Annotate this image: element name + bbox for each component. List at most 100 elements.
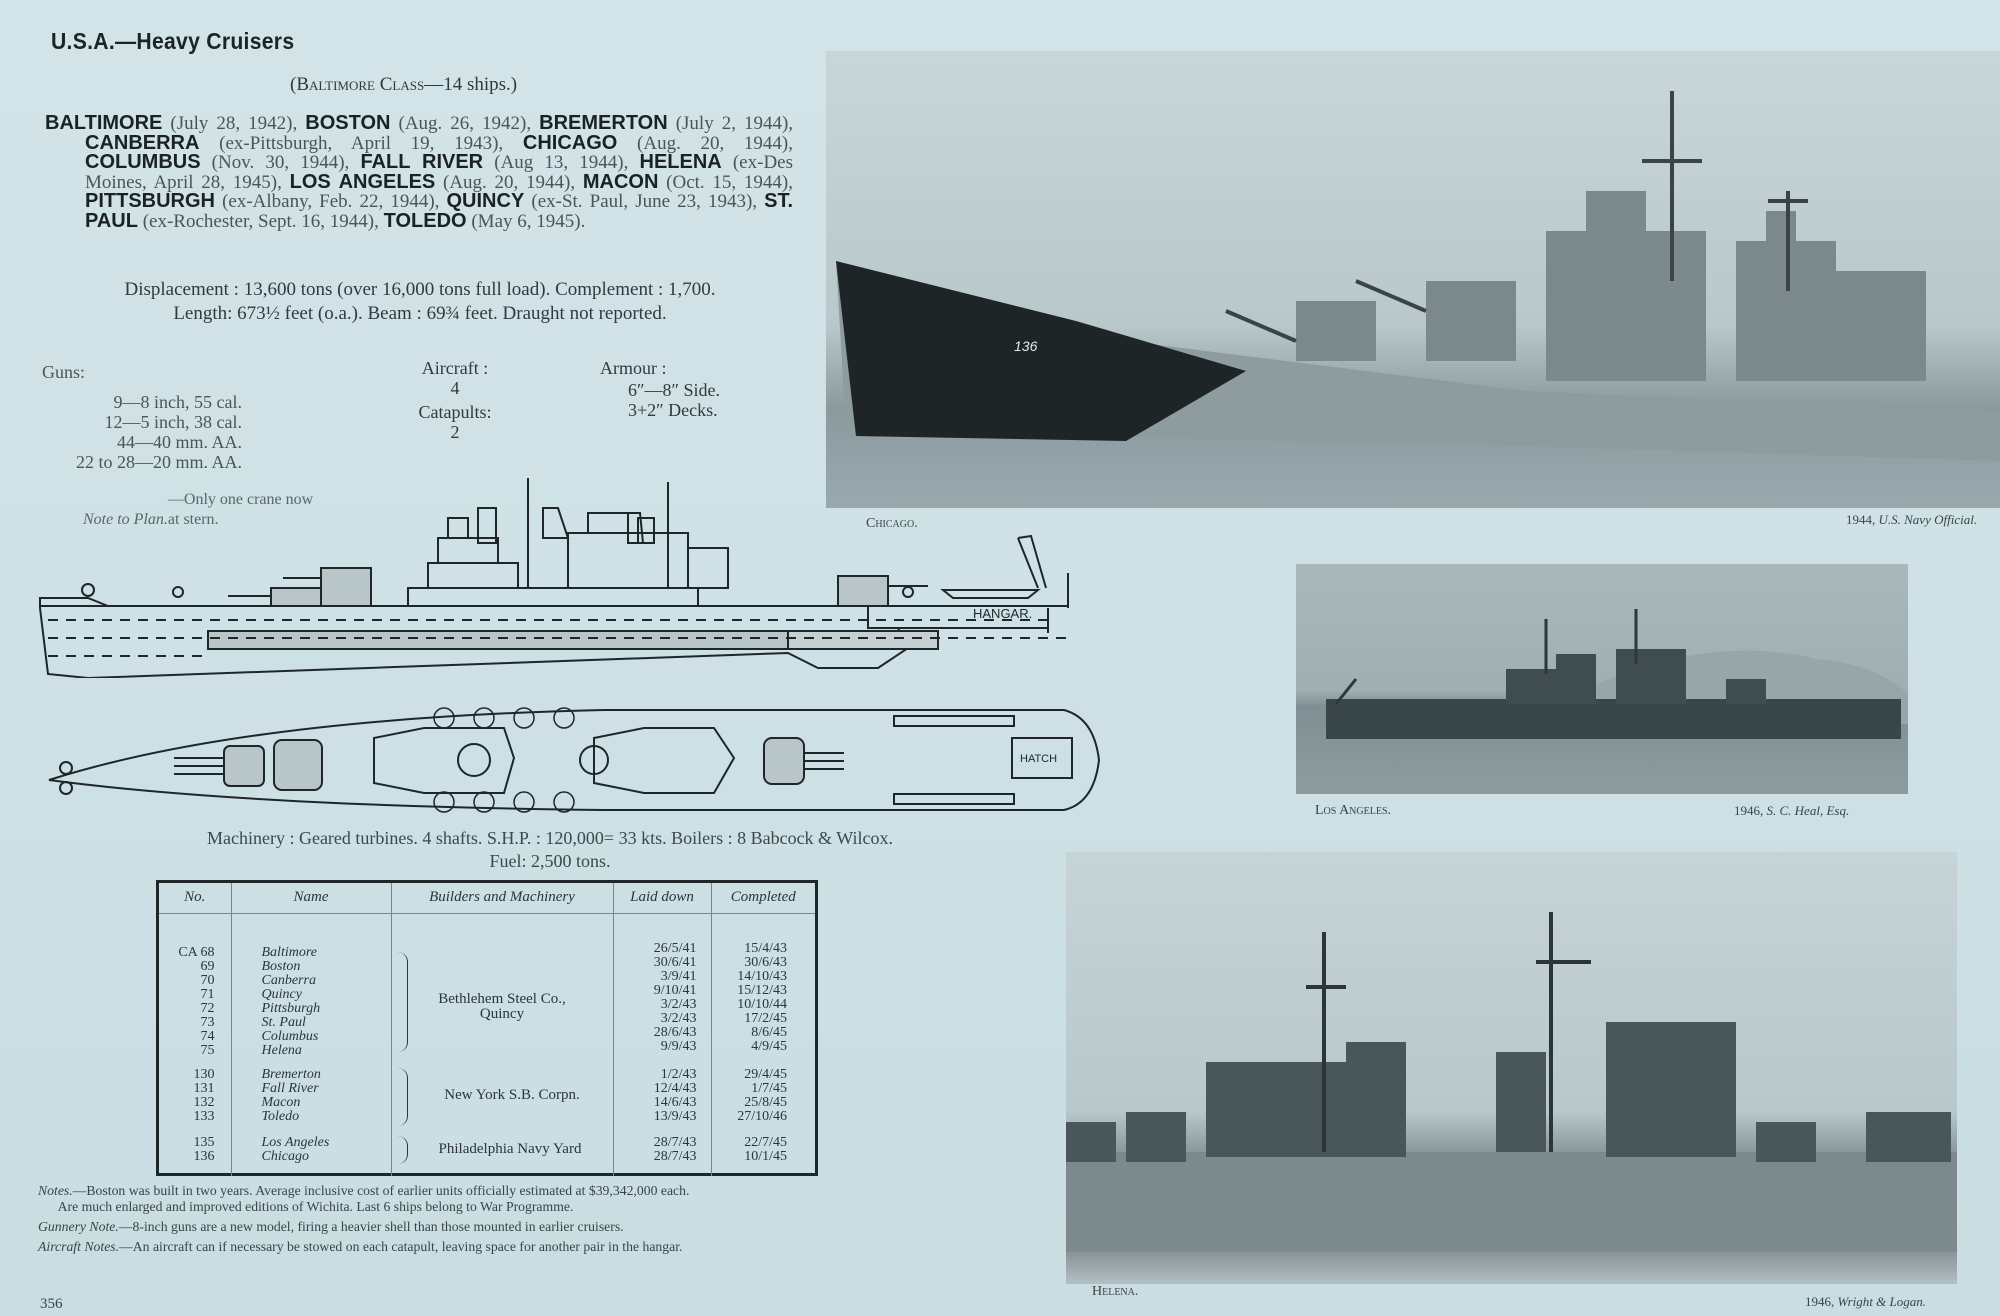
caption-los-angeles: Los Angeles. xyxy=(1315,803,1392,818)
table-group: CA 68 69 70 71 72 73 74 75 Baltimore Bos… xyxy=(159,913,815,1058)
ship-name: CHICAGO xyxy=(522,131,618,154)
cell-name: Baltimore xyxy=(261,944,317,960)
brace-icon xyxy=(398,1135,408,1164)
cell-laid-down: 1/2/43 xyxy=(660,1066,697,1082)
displacement-line: Displacement : 13,600 tons (over 16,000 … xyxy=(124,279,716,300)
armour-block: Armour : 6″—8″ Side. 3+2″ Decks. xyxy=(600,358,720,420)
page-header: U.S.A.—Heavy Cruisers xyxy=(51,28,295,54)
brace-icon xyxy=(398,951,408,1052)
ship-name: ST. PAUL xyxy=(85,190,794,232)
ships-table: No. Name Builders and Machinery Laid dow… xyxy=(156,880,818,1176)
cell-completed: 1/7/45 xyxy=(751,1080,787,1096)
table-group: 135 136 Los Angeles Chicago Philadelphia… xyxy=(159,1129,815,1176)
cell-laid-down: 13/9/43 xyxy=(653,1108,697,1124)
cell-no: 73 xyxy=(200,1014,215,1030)
guns-label: Guns: xyxy=(42,362,86,382)
credit-helena: 1946, Wright & Logan. xyxy=(1805,1294,1926,1309)
cell-no: 71 xyxy=(200,986,215,1002)
cell-laid-down: 3/2/43 xyxy=(660,1010,697,1026)
cell-builder: New York S.B. Corpn. xyxy=(444,1086,580,1103)
class-name: Baltimore Class xyxy=(296,74,425,95)
cell-completed: 8/6/45 xyxy=(751,1024,787,1040)
cell-no: 135 xyxy=(193,1134,215,1150)
table-header-row: No. Name Builders and Machinery Laid dow… xyxy=(159,883,815,914)
brace-icon xyxy=(398,1067,408,1126)
catapults-label: Catapults: xyxy=(418,402,492,422)
armour-row: 6″—8″ Side. xyxy=(628,380,720,400)
ship-plan-diagram: HATCH xyxy=(48,707,1101,813)
cell-no: CA 68 xyxy=(178,944,215,960)
cell-laid-down: 9/10/41 xyxy=(653,982,697,998)
guns-block: Guns: 9—8 inch, 55 cal. 12—5 inch, 38 ca… xyxy=(22,362,242,472)
cell-laid-down: 12/4/43 xyxy=(653,1080,697,1096)
dimensions-line: Length: 673½ feet (o.a.). Beam : 69¾ fee… xyxy=(173,303,667,324)
cell-no: 74 xyxy=(200,1028,215,1044)
cell-name: Chicago xyxy=(261,1148,309,1164)
gun-row: 22 to 28—20 mm. AA. xyxy=(75,452,242,472)
cell-no: 72 xyxy=(200,1000,215,1016)
armour-row: 3+2″ Decks. xyxy=(628,400,718,420)
cell-laid-down: 28/7/43 xyxy=(653,1134,697,1150)
cell-completed: 10/1/45 xyxy=(744,1148,787,1164)
cell-builder: Bethlehem Steel Co., Quincy xyxy=(438,990,566,1022)
cell-name: Macon xyxy=(261,1094,301,1110)
ship-name: BREMERTON xyxy=(539,112,668,134)
hatch-label: HATCH xyxy=(1020,753,1057,765)
photo-helena xyxy=(1066,852,1957,1284)
ship-name: HELENA xyxy=(639,151,722,173)
table-group: 130 131 132 133 Bremerton Fall River Mac… xyxy=(159,1057,815,1130)
cell-laid-down: 28/7/43 xyxy=(653,1148,697,1164)
ship-name: PITTSBURGH xyxy=(85,190,215,212)
cell-completed: 22/7/45 xyxy=(744,1134,787,1150)
cell-no: 130 xyxy=(193,1066,215,1082)
cell-name: Toledo xyxy=(261,1108,300,1124)
ship-name: BOSTON xyxy=(305,112,391,134)
armour-label: Armour : xyxy=(600,358,667,378)
photo-los-angeles xyxy=(1296,564,1908,794)
fuel-line: Fuel: 2,500 tons. xyxy=(489,851,611,871)
hangar-label: HANGAR. xyxy=(973,606,1032,621)
cell-laid-down: 26/5/41 xyxy=(653,940,697,956)
cell-no: 131 xyxy=(193,1080,215,1096)
cell-completed: 10/10/44 xyxy=(737,996,787,1012)
header-laid-down: Laid down xyxy=(613,883,712,914)
cell-laid-down: 3/9/41 xyxy=(660,968,697,984)
ship-name: LOS ANGELES xyxy=(289,170,436,193)
gun-row: 12—5 inch, 38 cal. xyxy=(104,412,242,432)
gun-row: 44—40 mm. AA. xyxy=(116,432,242,452)
cell-completed: 15/4/43 xyxy=(744,940,787,956)
note: Aircraft Notes.—An aircraft can if neces… xyxy=(38,1240,683,1255)
catapults-value: 2 xyxy=(450,422,460,442)
cell-completed: 29/4/45 xyxy=(744,1066,787,1082)
cell-laid-down: 30/6/41 xyxy=(653,954,697,970)
ship-name: QUINCY xyxy=(446,190,525,212)
cell-name: Fall River xyxy=(261,1080,319,1096)
cell-no: 75 xyxy=(200,1042,215,1058)
ship-profile-diagram: HANGAR. xyxy=(39,478,1069,678)
ship-name: BALTIMORE xyxy=(45,112,163,134)
cell-no: 133 xyxy=(193,1108,215,1124)
cell-completed: 15/12/43 xyxy=(737,982,787,998)
credit-los-angeles: 1946, S. C. Heal, Esq. xyxy=(1734,803,1850,818)
cell-laid-down: 28/6/43 xyxy=(653,1024,697,1040)
aircraft-block: Aircraft : 4 Catapults: 2 xyxy=(400,358,510,442)
gun-row: 9—8 inch, 55 cal. xyxy=(113,392,242,412)
cell-completed: 4/9/45 xyxy=(751,1038,787,1054)
cell-no: 132 xyxy=(193,1094,215,1110)
note: Gunnery Note.—8-inch guns are a new mode… xyxy=(38,1220,624,1235)
photo-chicago: 136 xyxy=(826,51,2000,508)
cell-name: Quincy xyxy=(261,986,302,1002)
hull-number: 136 xyxy=(1014,338,1038,354)
cell-name: Los Angeles xyxy=(261,1134,330,1150)
cell-builder: Philadelphia Navy Yard xyxy=(438,1140,582,1157)
cell-name: Boston xyxy=(261,958,301,974)
cell-name: Helena xyxy=(261,1042,302,1058)
cell-no: 70 xyxy=(200,972,215,988)
header-completed: Completed xyxy=(711,883,815,914)
cell-laid-down: 9/9/43 xyxy=(660,1038,697,1054)
cell-completed: 25/8/45 xyxy=(744,1094,787,1110)
cell-name: Pittsburgh xyxy=(261,1000,321,1016)
header-builders: Builders and Machinery xyxy=(391,883,614,914)
page-number: 356 xyxy=(40,1296,63,1312)
ship-name: TOLEDO xyxy=(383,209,467,232)
